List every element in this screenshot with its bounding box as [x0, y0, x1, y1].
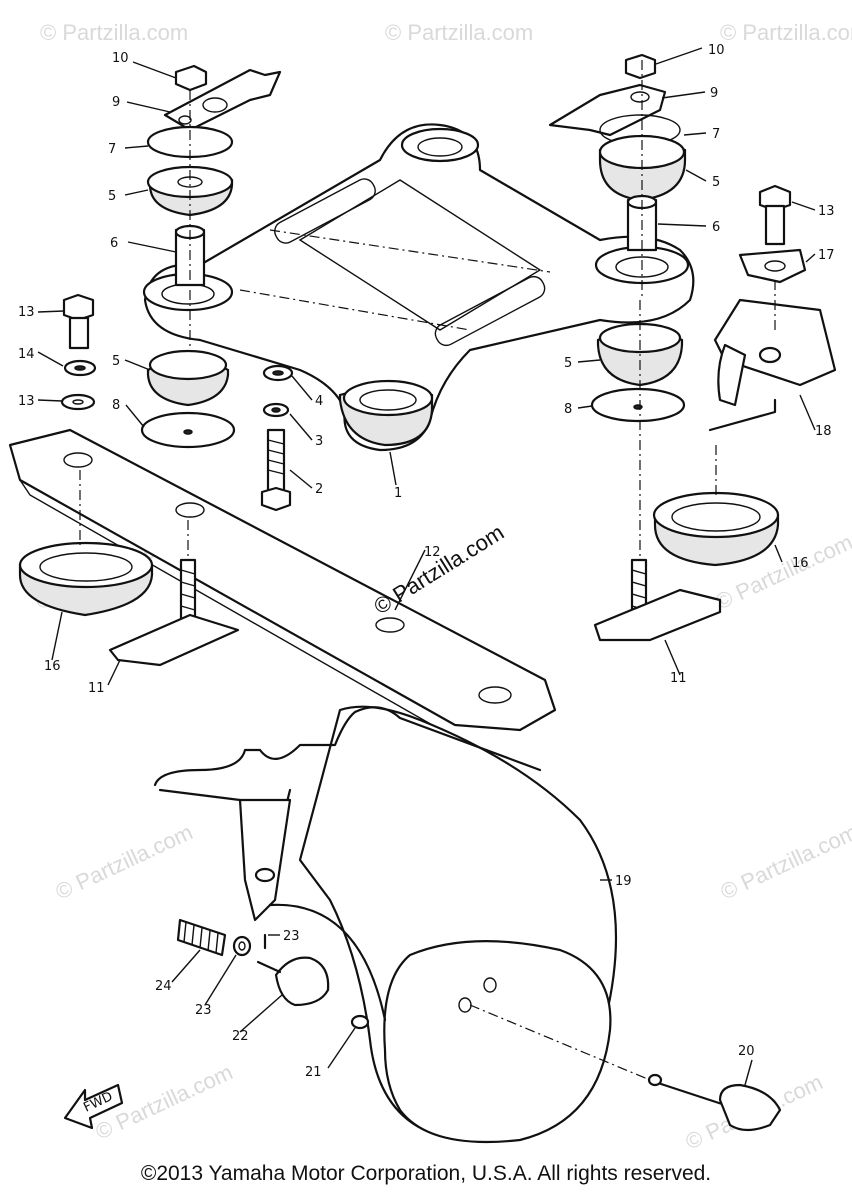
right-lower-mount-parts [590, 300, 686, 560]
top-left-mount-stack [146, 64, 282, 350]
callout-17: 17 [818, 248, 835, 263]
callout-1: 1 [394, 486, 402, 501]
callout-22: 22 [232, 1029, 249, 1044]
right-bracket-assembly [708, 184, 837, 432]
callout-24: 24 [155, 979, 172, 994]
callout-10: 10 [112, 51, 129, 66]
callout-19: 19 [615, 874, 632, 889]
callout-11: 11 [670, 671, 687, 686]
top-right-mount-stack [548, 53, 687, 300]
small-hardware-parts [176, 918, 782, 1132]
callout-7: 7 [108, 142, 116, 157]
callout-10: 10 [708, 43, 725, 58]
leader-lines [37, 47, 816, 1086]
callout-labels: 10 9 7 5 6 10 9 7 5 6 13 14 13 5 8 4 3 2… [18, 43, 835, 1080]
callout-14: 14 [18, 347, 35, 362]
headlight-shell-part-19 [153, 705, 651, 1144]
callout-23: 23 [195, 1003, 212, 1018]
watermark: © Partzilla.com [720, 20, 852, 45]
callout-8: 8 [564, 402, 572, 417]
bolt-group [260, 364, 294, 512]
callout-6: 6 [712, 220, 720, 235]
watermark: © Partzilla.com [385, 20, 533, 45]
copyright-notice: ©2013 Yamaha Motor Corporation, U.S.A. A… [140, 1162, 712, 1185]
callout-16: 16 [792, 556, 809, 571]
callout-12: 12 [424, 545, 441, 560]
callout-16: 16 [44, 659, 61, 674]
callout-13: 13 [818, 204, 835, 219]
callout-13: 13 [18, 305, 35, 320]
callout-7: 7 [712, 127, 720, 142]
left-ring-and-clip [18, 470, 240, 667]
mounting-plate-part-12 [8, 428, 557, 739]
callout-2: 2 [315, 482, 323, 497]
callout-13: 13 [18, 394, 35, 409]
callout-18: 18 [815, 424, 832, 439]
callout-9: 9 [710, 86, 718, 101]
callout-4: 4 [315, 394, 323, 409]
callout-23: 23 [283, 929, 300, 944]
callout-8: 8 [112, 398, 120, 413]
callout-6: 6 [110, 236, 118, 251]
callout-11: 11 [88, 681, 105, 696]
callout-5: 5 [112, 354, 120, 369]
callout-5: 5 [108, 189, 116, 204]
callout-5: 5 [564, 356, 572, 371]
watermark: © Partzilla.com [717, 819, 852, 904]
watermark-center: © Partzilla.com [369, 519, 508, 619]
callout-3: 3 [315, 434, 323, 449]
callout-21: 21 [305, 1065, 322, 1080]
left-lower-mount-parts [60, 293, 236, 449]
callout-20: 20 [738, 1044, 755, 1059]
frame-bracket-part-1 [142, 123, 695, 452]
watermark: © Partzilla.com [40, 20, 188, 45]
right-ring-and-clip [593, 445, 780, 642]
callout-5: 5 [712, 175, 720, 190]
callout-9: 9 [112, 95, 120, 110]
watermark: © Partzilla.com [52, 819, 197, 904]
